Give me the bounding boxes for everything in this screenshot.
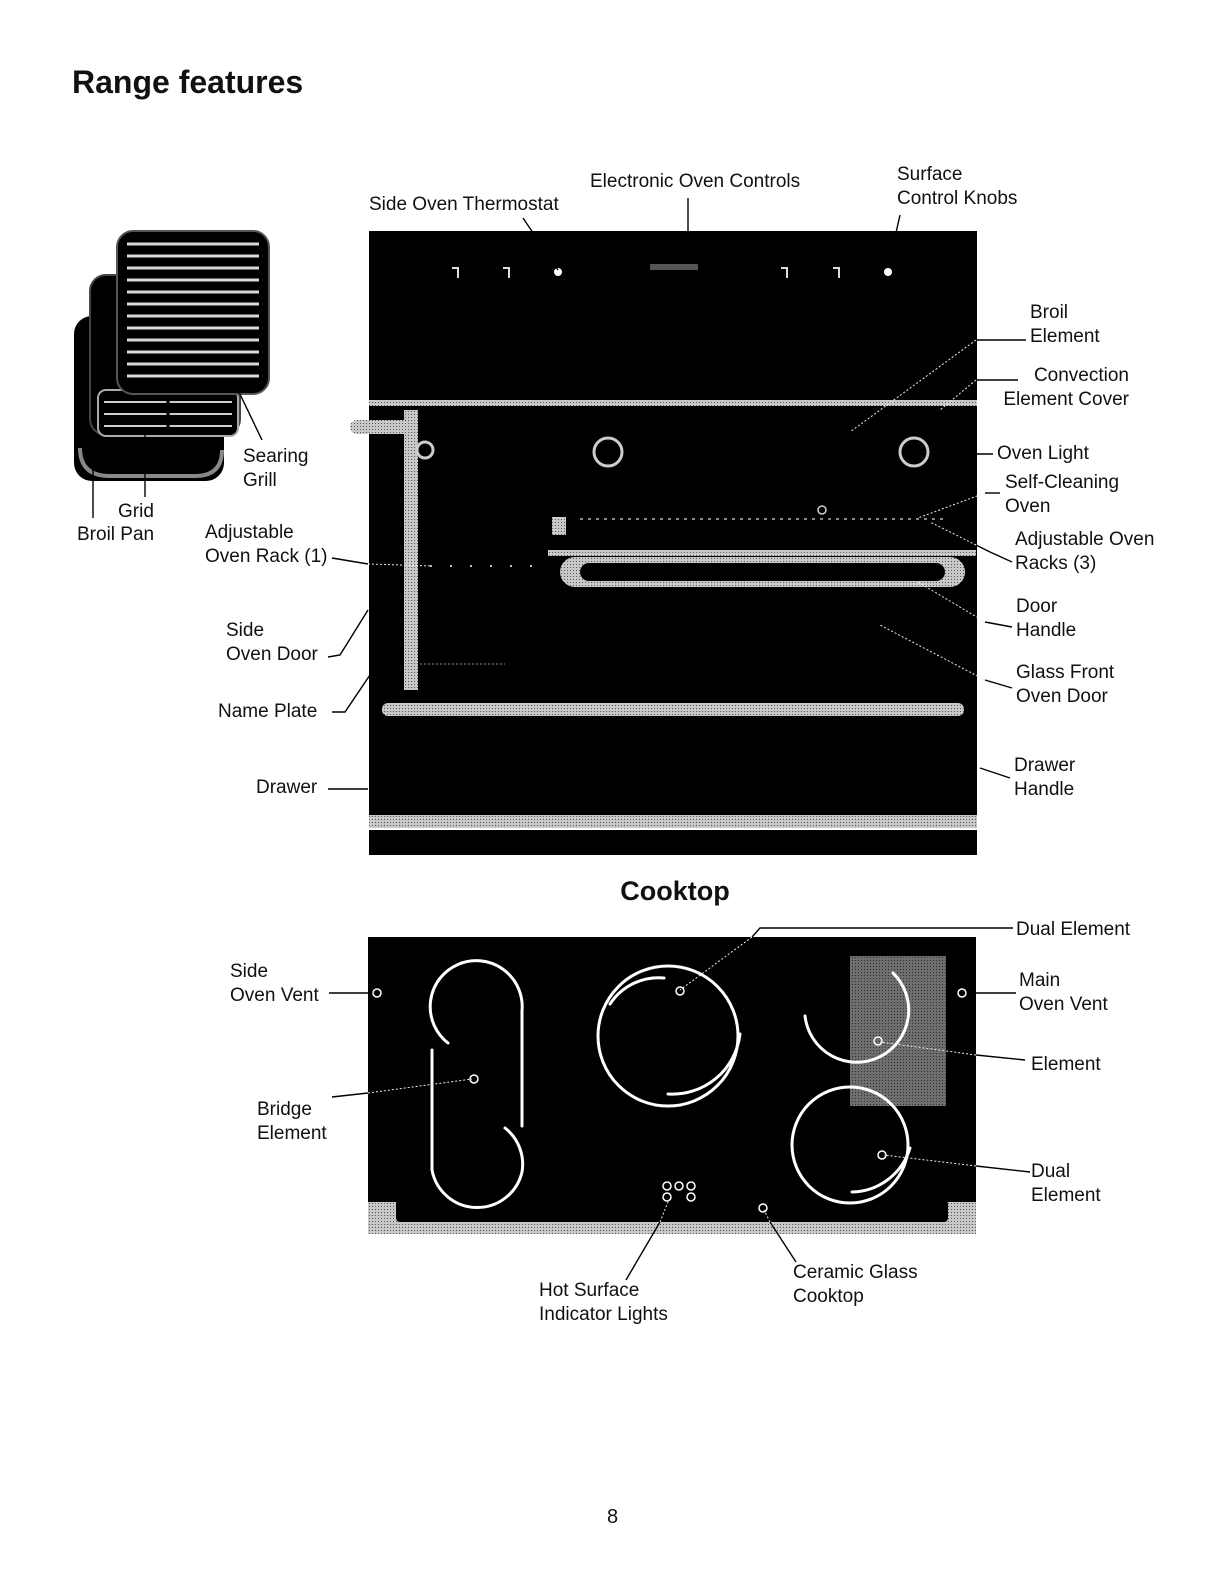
label-dual-element-top: Dual Element bbox=[1016, 919, 1131, 940]
drawer-handle bbox=[382, 703, 964, 716]
label-grid: Grid bbox=[118, 501, 154, 522]
label-electronic-oven-controls: Electronic Oven Controls bbox=[590, 171, 801, 192]
surface-knob bbox=[884, 268, 892, 276]
side-oven-thermostat-knob bbox=[554, 268, 562, 276]
control-knobs bbox=[452, 267, 840, 278]
cooktop-leader-lines bbox=[329, 927, 1031, 1281]
label-convection-element-cover: Convection Element Cover bbox=[1003, 365, 1129, 410]
label-hot-surface-indicator-lights: Hot Surface Indicator Lights bbox=[539, 1280, 668, 1325]
element bbox=[803, 971, 911, 1064]
page-number: 8 bbox=[606, 1506, 619, 1528]
label-side-oven-thermostat: Side Oven Thermostat bbox=[369, 194, 559, 215]
label-drawer: Drawer bbox=[256, 777, 318, 798]
hot-surface-indicator-lights bbox=[662, 1181, 696, 1202]
label-dual-element-bottom: Dual Element bbox=[1031, 1161, 1101, 1206]
label-drawer-handle: Drawer Handle bbox=[1014, 755, 1076, 800]
electronic-oven-controls-display bbox=[650, 264, 698, 270]
range-leader-lines-interior bbox=[367, 339, 986, 681]
label-broil-pan: Broil Pan bbox=[77, 524, 155, 545]
label-glass-front-oven-door: Glass Front Oven Door bbox=[1016, 662, 1115, 707]
range-body bbox=[350, 231, 977, 855]
label-name-plate: Name Plate bbox=[218, 701, 318, 722]
label-bridge-element: Bridge Element bbox=[257, 1099, 327, 1144]
searing-grill bbox=[116, 230, 270, 395]
label-adjustable-oven-rack: Adjustable Oven Rack (1) bbox=[205, 522, 328, 567]
cooktop-leader-lines-interior bbox=[367, 936, 977, 1223]
label-broil-element: Broil Element bbox=[1030, 302, 1100, 347]
label-element: Element bbox=[1031, 1054, 1101, 1075]
cooktop-title: Cooktop bbox=[620, 876, 730, 906]
side-oven-vent bbox=[372, 988, 382, 998]
label-surface-control-knobs: Surface Control Knobs bbox=[897, 164, 1018, 209]
label-door-handle: Door Handle bbox=[1016, 596, 1077, 641]
cooktop bbox=[368, 937, 976, 1234]
main-oven-vent bbox=[957, 988, 967, 998]
bridge-element bbox=[428, 959, 525, 1209]
dual-element-top bbox=[596, 964, 742, 1108]
label-ceramic-glass-cooktop: Ceramic Glass Cooktop bbox=[793, 1262, 918, 1307]
side-oven-door bbox=[404, 410, 418, 690]
range-leader-lines bbox=[92, 198, 1026, 790]
label-adjustable-oven-racks: Adjustable Oven Racks (3) bbox=[1015, 529, 1155, 574]
label-searing-grill: Searing Grill bbox=[243, 446, 309, 491]
grid bbox=[97, 389, 239, 437]
dual-element-bottom bbox=[790, 1085, 912, 1205]
page-title: Range features bbox=[72, 64, 304, 100]
label-side-oven-vent: Side Oven Vent bbox=[230, 961, 319, 1006]
label-oven-light: Oven Light bbox=[997, 443, 1089, 464]
label-self-cleaning-oven: Self-Cleaning Oven bbox=[1005, 472, 1120, 517]
label-main-oven-vent: Main Oven Vent bbox=[1019, 970, 1108, 1015]
label-side-oven-door: Side Oven Door bbox=[226, 620, 318, 665]
